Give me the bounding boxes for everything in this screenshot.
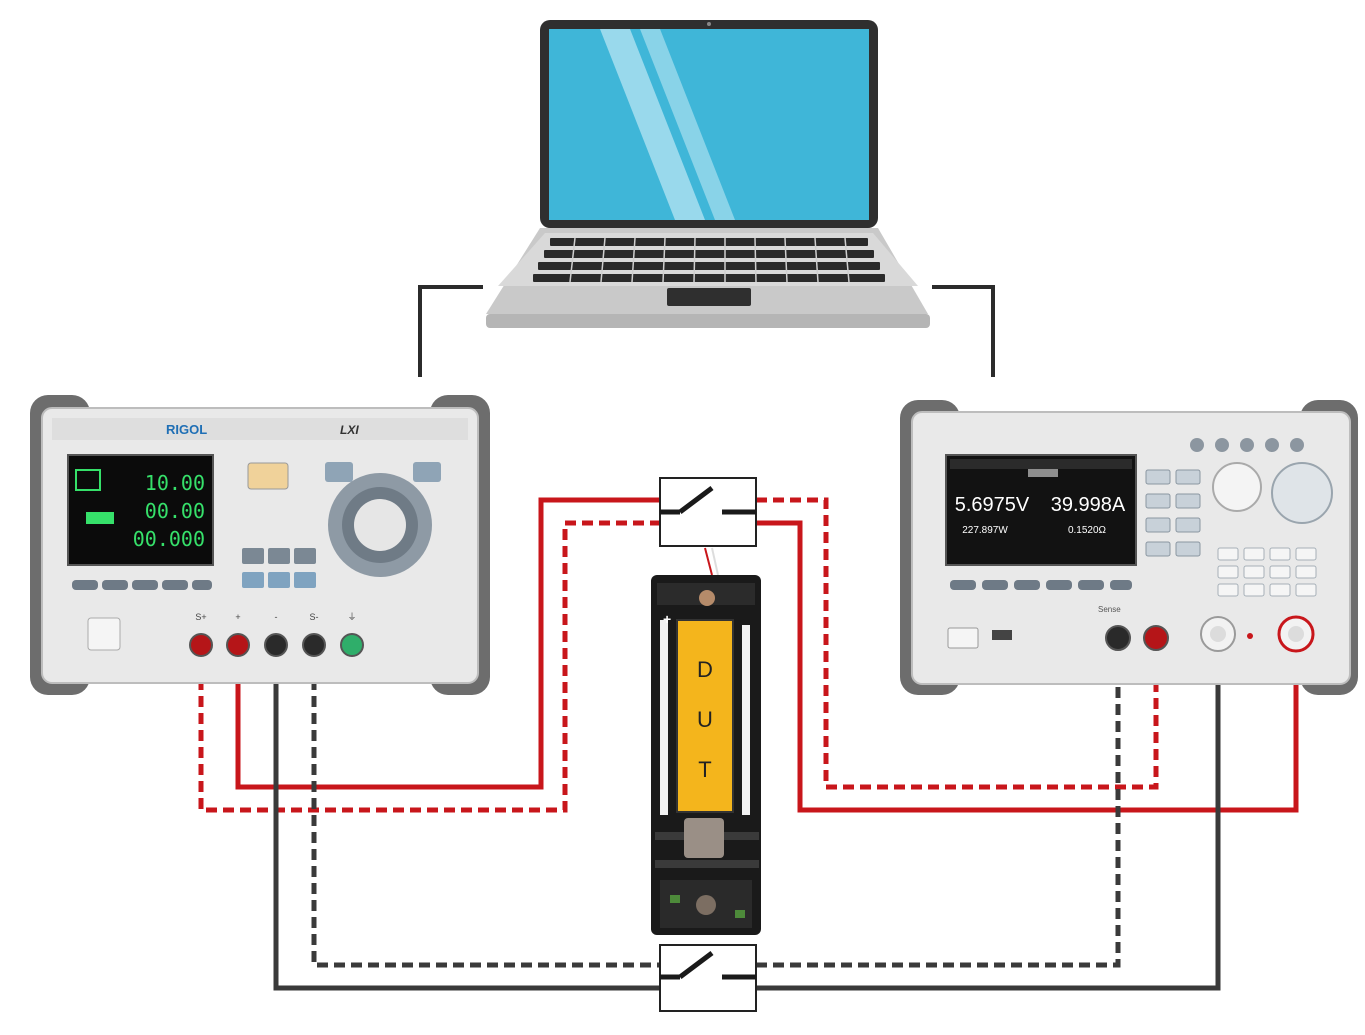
power-supply: RIGOL LXI 10.00 00.00 00.000 S+ (30, 395, 490, 695)
supply-terminal-label-sense-plus: S+ (195, 612, 206, 622)
pc-to-supply-line (418, 285, 483, 377)
dut-letter-u: U (697, 707, 713, 732)
load-terminals (1105, 615, 1315, 653)
load-sense-label: Sense (1098, 605, 1121, 614)
supply-power-readout: 00.000 (133, 527, 205, 551)
supply-function-keys (242, 548, 316, 588)
bottom-switch-icon (659, 944, 757, 1012)
dut-body (676, 619, 734, 813)
supply-terminal-label-ground: ⏚ (347, 612, 356, 622)
supply-negative-sense-wire (311, 645, 660, 968)
supply-terminal-label-plus: + (235, 612, 240, 622)
load-negative-sense-wire (756, 643, 1121, 968)
load-mode-keys (1145, 469, 1201, 557)
load-knob (1212, 462, 1262, 512)
dut-fixture: + D U T (651, 547, 761, 935)
top-switch-icon (659, 477, 757, 547)
supply-negative-force-wire (273, 645, 660, 991)
supply-soft-buttons (72, 580, 212, 590)
supply-brand-logo: RIGOL (166, 422, 207, 437)
dut-plus-mark: + (663, 611, 671, 627)
pc-connection-lines (418, 285, 995, 377)
load-nav-pad (1271, 462, 1333, 524)
load-resistance-readout: 0.1520Ω (1068, 525, 1107, 536)
load-top-buttons (1190, 438, 1304, 452)
supply-positive-force-wire (235, 497, 660, 790)
load-soft-buttons (950, 580, 1132, 590)
load-power-readout: 227.897W (962, 525, 1008, 536)
supply-terminal-labels: S+ + - S- ⏚ (195, 612, 356, 622)
dut-letter-t: T (698, 757, 711, 782)
dut-letter-d: D (697, 657, 713, 682)
laptop-icon (486, 20, 930, 328)
load-positive-force-wire (756, 520, 1299, 813)
supply-terminal-label-minus: - (275, 612, 278, 622)
load-negative-force-wire (756, 643, 1221, 991)
supply-lxi-badge: LXI (340, 423, 359, 437)
wiring (198, 497, 1299, 991)
supply-voltage-readout: 10.00 (145, 471, 205, 495)
laptop-keyboard (533, 238, 885, 282)
load-voltage-readout: 5.6975V (955, 494, 1030, 516)
supply-current-readout: 00.00 (145, 499, 205, 523)
supply-terminals (189, 633, 364, 657)
load-positive-sense-wire (756, 497, 1159, 790)
electronic-load: 5.6975V 39.998A 227.897W 0.1520Ω (900, 400, 1358, 695)
pc-to-load-line (932, 285, 995, 377)
load-current-readout: 39.998A (1051, 494, 1126, 516)
supply-display (67, 454, 214, 566)
supply-positive-sense-wire (198, 520, 660, 813)
load-keypad (1217, 547, 1317, 597)
supply-terminal-label-sense-minus: S- (310, 612, 319, 622)
supply-power-switch (87, 617, 121, 651)
